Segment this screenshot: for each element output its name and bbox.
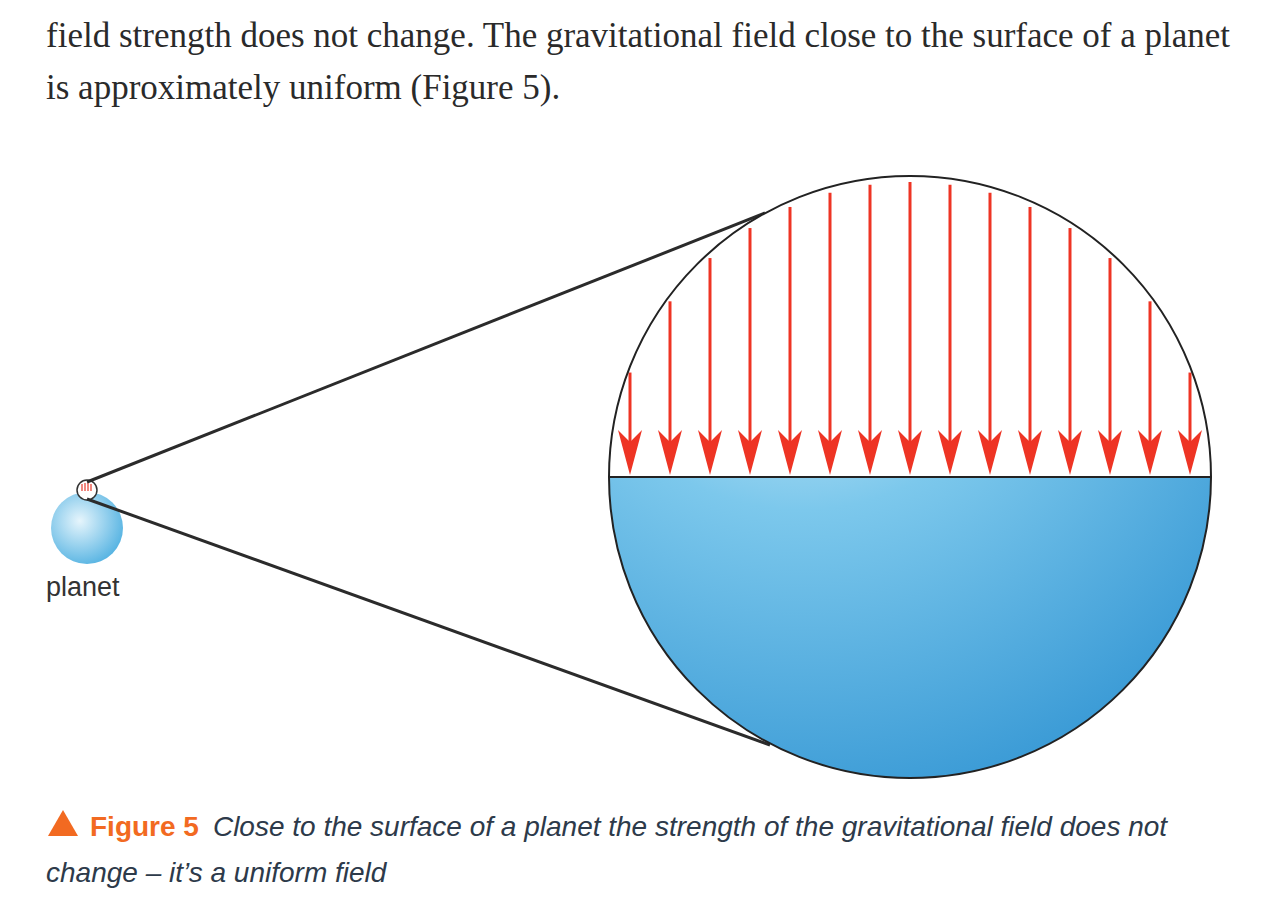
caption-marker — [48, 810, 78, 836]
field-arrow-shaft — [869, 185, 872, 460]
field-arrow-shaft — [789, 207, 792, 460]
field-arrow-head — [1058, 430, 1082, 475]
caption-text: Close to the surface of a planet the str… — [46, 811, 1167, 888]
field-arrow-head — [658, 430, 682, 475]
planet-surface — [609, 477, 1211, 778]
field-arrow-shaft — [949, 185, 952, 460]
field-arrow-shaft — [709, 258, 712, 460]
field-arrow-shaft — [749, 228, 752, 460]
field-arrows — [618, 182, 1202, 475]
zoom-circle-outline — [609, 176, 1211, 778]
figure-number: Figure 5 — [90, 811, 199, 842]
field-arrow-shaft — [1069, 228, 1072, 460]
field-arrow-head — [1138, 430, 1162, 475]
field-arrow-shaft — [1029, 207, 1032, 460]
field-arrow-head — [1098, 430, 1122, 475]
field-arrow-shaft — [989, 193, 992, 460]
field-arrow-head — [618, 430, 642, 475]
field-arrow-shaft — [1149, 301, 1152, 460]
field-arrow-shaft — [1109, 258, 1112, 460]
planet-label: planet — [46, 572, 120, 603]
field-arrow-shaft — [909, 182, 912, 460]
body-text: field strength does not change. The grav… — [46, 10, 1261, 114]
field-arrow-shaft — [829, 193, 832, 460]
field-arrow-head — [898, 430, 922, 475]
surface-line — [609, 476, 1211, 478]
field-arrow-head — [738, 430, 762, 475]
field-arrow-shaft — [669, 301, 672, 460]
field-arrow-head — [778, 430, 802, 475]
field-arrow-head — [858, 430, 882, 475]
field-arrow-head — [698, 430, 722, 475]
figure-caption: Figure 5Close to the surface of a planet… — [46, 804, 1236, 896]
zoom-circle — [609, 176, 1211, 778]
planet-sphere — [51, 492, 123, 564]
zoom-spot — [77, 480, 97, 500]
field-arrow-head — [938, 430, 962, 475]
field-arrow-head — [1178, 430, 1202, 475]
mini-field-lines — [82, 483, 91, 491]
field-arrow-head — [818, 430, 842, 475]
field-arrow-head — [978, 430, 1002, 475]
field-arrow-head — [1018, 430, 1042, 475]
